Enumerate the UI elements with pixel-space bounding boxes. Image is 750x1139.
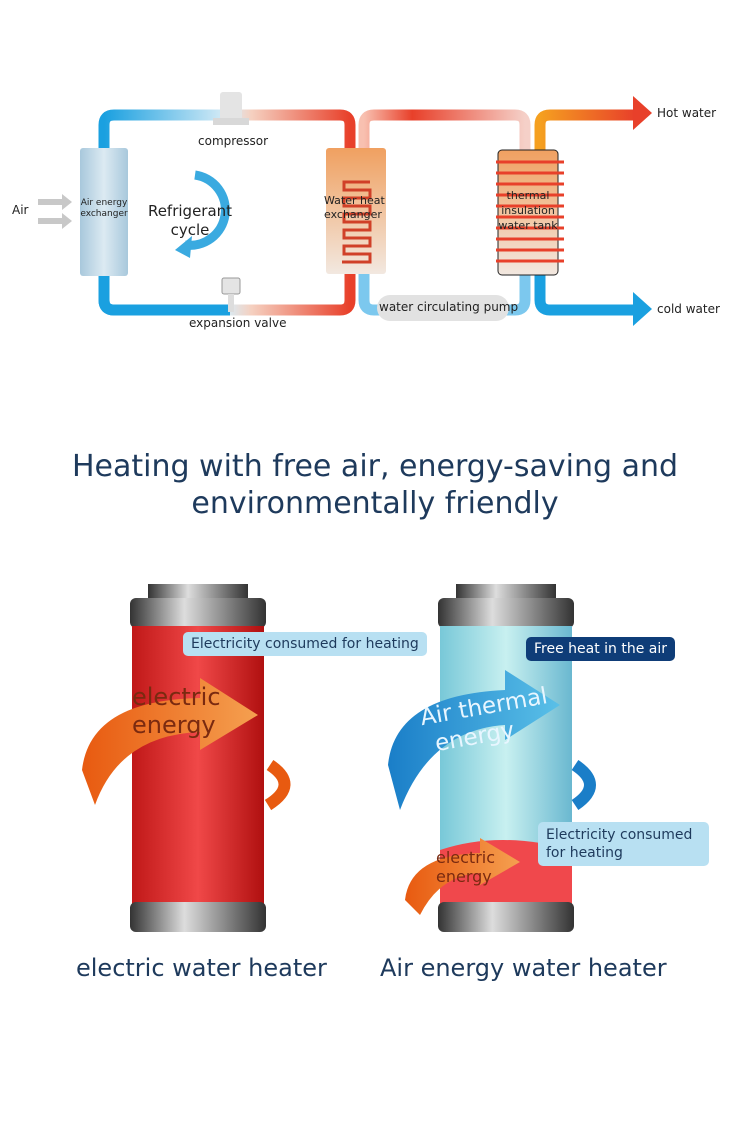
small-energy-arrow-icon — [405, 838, 520, 915]
heat-pump-diagram — [38, 92, 652, 326]
expansion-valve-icon — [221, 277, 241, 295]
thermal-water-tank — [497, 149, 559, 276]
compressor-label: compressor — [198, 134, 269, 148]
pump-label: water circulating pump — [379, 300, 519, 314]
label-line: thermal — [506, 189, 550, 202]
hot-water-pipe — [534, 109, 635, 150]
hot-water-label: Hot water — [657, 106, 717, 120]
headline: Heating with free air, energy-saving and… — [0, 448, 750, 522]
headline-line: Heating with free air, energy-saving and — [71, 449, 679, 484]
free-heat-bubble: Free heat in the air — [526, 637, 676, 661]
expansion-valve-label: expansion valve — [189, 316, 287, 330]
electric-energy-text: electric energy — [132, 683, 221, 739]
battery-comparison — [82, 584, 596, 932]
arrow-text-line: energy — [132, 711, 216, 739]
hot-water-arrow-icon — [633, 96, 652, 130]
tank-label: thermal insulation water tank — [498, 188, 558, 233]
water-circulating-pump — [377, 295, 509, 321]
label-line: insulation — [501, 204, 555, 217]
air-arrow-icon — [38, 213, 72, 229]
electric-battery — [82, 584, 291, 932]
electric-water-heater-caption: electric water heater — [76, 954, 327, 982]
cold-water-pipe — [534, 275, 635, 316]
compressor-icon — [220, 92, 242, 120]
air-energy-exchanger — [80, 148, 128, 276]
small-electric-energy-text: electric energy — [436, 848, 495, 886]
refrigerant-cycle-line: Refrigerant — [147, 202, 233, 220]
arrow-text-line: electric — [132, 683, 221, 711]
label-line: exchanger — [324, 208, 382, 221]
cold-water-arrow-icon — [633, 292, 652, 326]
bubble-line: Electricity consumed — [546, 827, 693, 843]
bubble-line: for heating — [546, 845, 623, 861]
air-energy-water-heater-caption: Air energy water heater — [380, 954, 667, 982]
air-arrow-icon — [38, 194, 72, 210]
air-exchanger-label: Air energy exchanger — [80, 198, 128, 219]
label-line: Water heat — [324, 194, 385, 207]
water-heat-exchanger-label: Water heat exchanger — [324, 194, 385, 222]
label-line: water tank — [498, 219, 558, 232]
water-loop-top-pipe — [358, 109, 531, 150]
electricity-consumed-bubble-right: Electricity consumed for heating — [538, 822, 709, 866]
energy-arrow-icon — [82, 678, 258, 805]
cycle-arrow-icon — [184, 170, 230, 250]
arrow-text-line: electric — [436, 848, 496, 867]
air-energy-arrow-icon — [388, 670, 560, 810]
electricity-consumed-bubble: Electricity consumed for heating — [183, 632, 427, 656]
air-label: Air — [12, 203, 29, 217]
arrow-text-line: energy — [436, 867, 492, 886]
refrigerant-cycle-label: Refrigerant cycle — [140, 202, 240, 240]
cold-water-label: cold water — [657, 302, 720, 316]
refrigerant-cycle-line: cycle — [170, 221, 210, 239]
headline-line: environmentally friendly — [191, 486, 559, 521]
